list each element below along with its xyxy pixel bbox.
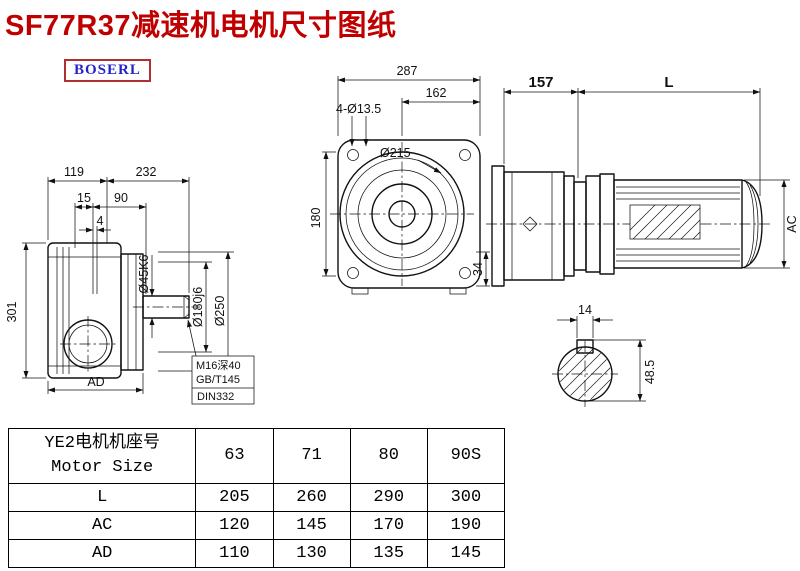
dim-215: Ø215	[380, 146, 411, 160]
cell: 145	[272, 511, 351, 540]
dim-AD: AD	[87, 375, 104, 389]
fan-cover	[741, 179, 763, 269]
cell: 145	[426, 539, 506, 568]
keyway	[576, 339, 594, 354]
col-header-63: 63	[195, 428, 274, 484]
dim-34: 34	[471, 262, 485, 276]
cell: 110	[195, 539, 274, 568]
row-label-AC: AC	[7, 511, 197, 540]
dim-48_5: 48.5	[643, 360, 657, 384]
dim-90: 90	[114, 191, 128, 205]
dim-15: 15	[77, 191, 91, 205]
table-row-AD: AD 110 130 135 145	[7, 539, 506, 568]
row-label-L: L	[7, 483, 197, 512]
note-m16: M16深40	[196, 359, 241, 372]
dim-14: 14	[578, 303, 592, 317]
nameplate	[629, 204, 701, 240]
bolt-hole	[459, 149, 471, 161]
dim-301: 301	[5, 302, 19, 323]
oil-plug	[522, 216, 538, 232]
shaft-key-section: 14 48.5	[552, 303, 657, 407]
dim-bolt-holes: 4-Ø13.5	[336, 102, 381, 116]
cell: 120	[195, 511, 274, 540]
note-din: DIN332	[197, 391, 234, 403]
dim-L: L	[664, 74, 673, 91]
dim-119: 119	[64, 165, 84, 179]
col-header-90S: 90S	[426, 428, 506, 484]
header-label-cn: YE2电机机座号	[44, 434, 160, 454]
dim-250: Ø250	[213, 296, 227, 327]
nameplate-hatch	[630, 205, 700, 239]
output-side-view: 301 119 232 15 90 4 Ø45K6	[5, 165, 255, 405]
cell: 260	[272, 483, 351, 512]
table-row-L: L 205 260 290 300	[7, 483, 506, 512]
brand-logo: BOSERL	[64, 59, 151, 82]
motor-size-table: YE2电机机座号 Motor Size 63 71 80 90S L 205 2…	[7, 428, 506, 568]
flange-edge	[491, 165, 505, 287]
dim-AC: AC	[785, 215, 799, 232]
cell: 300	[426, 483, 506, 512]
cell: 190	[426, 511, 506, 540]
bolt-hole	[459, 267, 471, 279]
cell: 205	[195, 483, 274, 512]
gearbox-body	[47, 242, 122, 379]
col-header-71: 71	[272, 428, 351, 484]
dim-4: 4	[97, 214, 104, 228]
cell: 135	[349, 539, 428, 568]
bolt-hole	[347, 149, 359, 161]
assembly-side-view: 157 L AC	[486, 74, 799, 287]
table-row-AC: AC 120 145 170 190	[7, 511, 506, 540]
dim-287: 287	[397, 64, 418, 78]
dim-180j6: Ø180j6	[191, 287, 205, 327]
table-header-row: YE2电机机座号 Motor Size 63 71 80 90S	[7, 428, 506, 484]
note-box	[191, 355, 255, 405]
front-view: 287 162 4-Ø13.5 Ø215 180 34	[309, 64, 490, 295]
dim-162: 162	[426, 86, 447, 100]
cell: 130	[272, 539, 351, 568]
motor-body	[613, 179, 743, 269]
header-motor-size: YE2电机机座号 Motor Size	[7, 428, 197, 484]
cell: 170	[349, 511, 428, 540]
gear-housing	[503, 171, 565, 281]
dim-232: 232	[136, 165, 157, 179]
technical-drawing: 301 119 232 15 90 4 Ø45K6	[5, 64, 799, 407]
cell: 290	[349, 483, 428, 512]
row-label-AD: AD	[7, 539, 197, 568]
col-header-80: 80	[349, 428, 428, 484]
bolt-hole	[347, 267, 359, 279]
dim-180: 180	[309, 208, 323, 229]
dim-45K6: Ø45K6	[137, 254, 151, 293]
note-gb: GB/T145	[196, 374, 240, 386]
page-title: SF77R37减速机电机尺寸图纸	[5, 10, 397, 42]
header-label-en: Motor Size	[51, 458, 154, 477]
dim-157: 157	[528, 74, 553, 91]
